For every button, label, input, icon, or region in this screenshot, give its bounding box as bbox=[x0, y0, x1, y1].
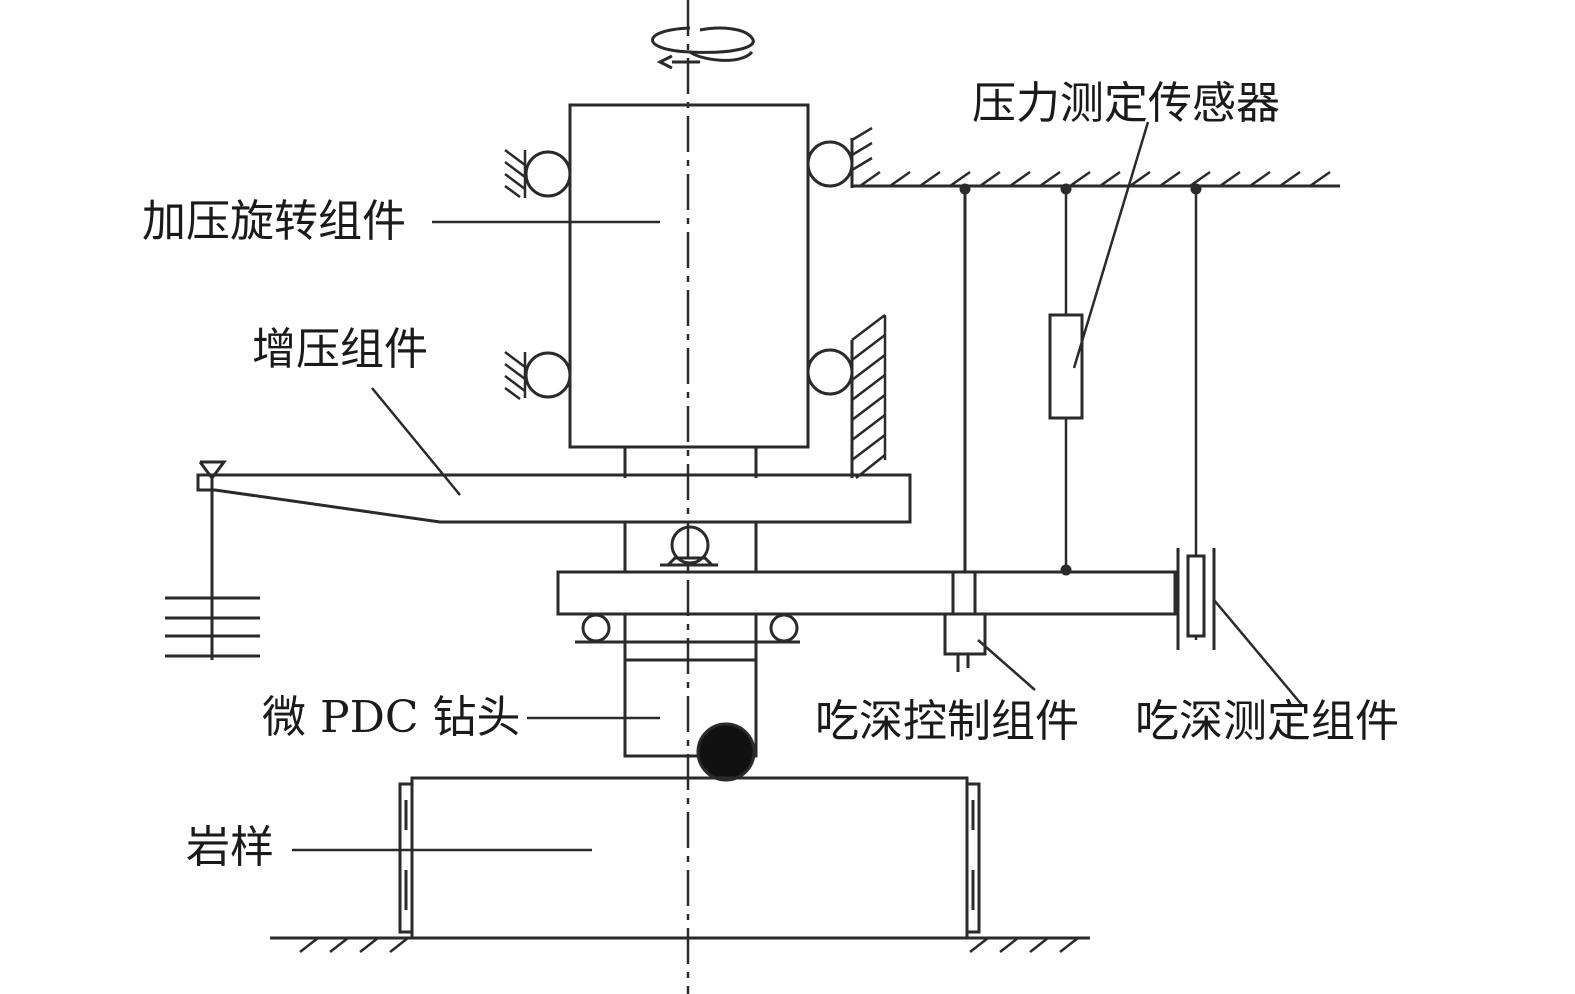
center-ball-bearing bbox=[672, 527, 708, 563]
pressure-sensor-body bbox=[1050, 315, 1082, 418]
micro-pdc-bit-ball bbox=[698, 724, 754, 780]
bearing-upper-right bbox=[808, 142, 852, 186]
ground-hatch bbox=[300, 938, 1078, 952]
pressurizing-lever bbox=[198, 475, 910, 522]
rock-sample-clamps bbox=[400, 784, 979, 932]
right-wall-hatch bbox=[852, 315, 885, 478]
left-support-hatch bbox=[505, 150, 525, 399]
label-micro-pdc-bit: 微 PDC 钻头 bbox=[262, 692, 521, 743]
crossbar-bearing-right bbox=[771, 615, 797, 641]
crossbar-bearing-left bbox=[583, 615, 609, 641]
leader-depth-measure bbox=[1214, 600, 1302, 705]
depth-measure-sensor bbox=[1188, 556, 1204, 636]
pressurized-rotating-body bbox=[570, 105, 808, 447]
label-pressurizing-assembly: 增压组件 bbox=[252, 324, 428, 375]
depth-control-slider bbox=[953, 572, 975, 614]
crossbar bbox=[558, 572, 1175, 614]
label-pressurized-rotating-assembly: 加压旋转组件 bbox=[142, 196, 406, 247]
leader-depth-control bbox=[978, 640, 1035, 690]
depth-control-block bbox=[945, 614, 985, 654]
bearing-lower-right bbox=[808, 350, 852, 394]
rock-sample-block bbox=[412, 778, 967, 938]
label-depth-measurement-assembly: 吃深测定组件 bbox=[1135, 696, 1399, 747]
weights-stack bbox=[165, 598, 260, 656]
leader-pressure-sensor bbox=[1074, 122, 1148, 368]
bit-holder bbox=[625, 614, 756, 756]
label-depth-control-assembly: 吃深控制组件 bbox=[815, 696, 1079, 747]
bearing-upper-left bbox=[526, 152, 570, 196]
label-pressure-sensor: 压力测定传感器 bbox=[972, 78, 1280, 129]
label-rock-sample: 岩样 bbox=[186, 822, 274, 873]
leader-pressurizing bbox=[372, 388, 460, 495]
ceiling-hatch bbox=[852, 128, 1330, 186]
pivot-icon bbox=[200, 462, 224, 660]
bearing-lower-left bbox=[526, 353, 570, 397]
rotation-arrow-icon bbox=[653, 28, 754, 68]
